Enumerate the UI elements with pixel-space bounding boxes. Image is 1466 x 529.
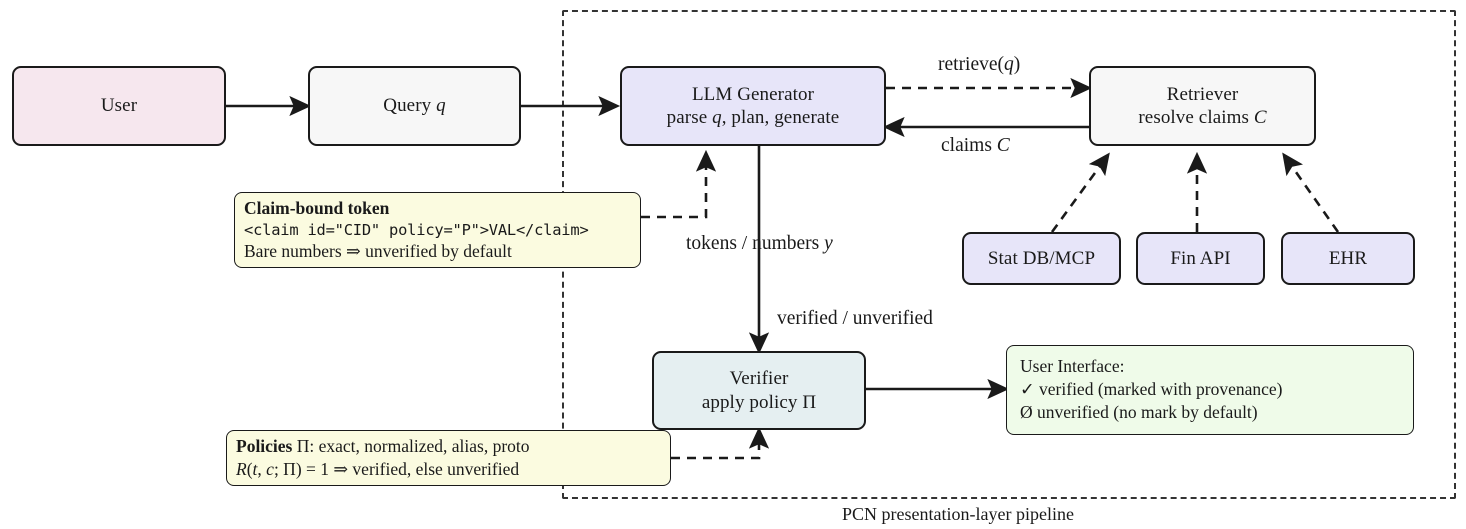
node-ehr-label: EHR bbox=[1328, 247, 1368, 269]
node-retriever-line1: Retriever bbox=[1166, 83, 1239, 105]
node-stat-db-mcp[interactable]: Stat DB/MCP bbox=[962, 232, 1121, 285]
node-user[interactable]: User bbox=[12, 66, 226, 146]
node-ehr[interactable]: EHR bbox=[1281, 232, 1415, 285]
edge-label-verified: verified / unverified bbox=[777, 308, 933, 329]
node-verifier-line2: apply policy Π bbox=[701, 391, 817, 413]
note-claim-bound-token-line3: Bare numbers ⇒ unverified by default bbox=[244, 240, 512, 261]
node-fin-api-label: Fin API bbox=[1170, 247, 1231, 269]
edge-label-claims: claims C bbox=[941, 135, 1010, 156]
note-user-interface-line1: User Interface: bbox=[1020, 356, 1125, 377]
node-stat-db-mcp-label: Stat DB/MCP bbox=[987, 247, 1096, 269]
node-query[interactable]: Query q bbox=[308, 66, 521, 146]
figure-caption: PCN presentation-layer pipeline bbox=[842, 504, 1074, 524]
node-retriever-line2: resolve claims C bbox=[1138, 107, 1267, 128]
note-policies-line1-rest: Π: exact, normalized, alias, proto bbox=[292, 435, 530, 456]
note-user-interface-line3: Ø unverified (no mark by default) bbox=[1020, 401, 1258, 422]
node-query-label: Query q bbox=[383, 95, 446, 117]
note-policies-line1: Policies Π: exact, normalized, alias, pr… bbox=[236, 435, 530, 456]
node-verifier-line1: Verifier bbox=[729, 368, 789, 390]
note-policies[interactable]: Policies Π: exact, normalized, alias, pr… bbox=[226, 430, 671, 486]
node-user-label: User bbox=[100, 95, 138, 117]
node-fin-api[interactable]: Fin API bbox=[1136, 232, 1265, 285]
node-llm-generator-line1: LLM Generator bbox=[691, 83, 815, 105]
edge-label-retrieve: retrieve(q) bbox=[938, 54, 1021, 75]
node-retriever[interactable]: Retriever resolve claims C bbox=[1089, 66, 1316, 146]
note-policies-line2: R(t, c; Π) = 1 ⇒ verified, else unverifi… bbox=[236, 458, 520, 479]
note-claim-bound-token-code: <claim id="CID" policy="P">VAL</claim> bbox=[244, 220, 589, 239]
note-user-interface-line2: ✓ verified (marked with provenance) bbox=[1020, 379, 1283, 400]
node-llm-generator-line2: parse q, plan, generate bbox=[666, 107, 840, 128]
note-claim-bound-token[interactable]: Claim-bound token <claim id="CID" policy… bbox=[234, 192, 641, 268]
edge-label-tokens: tokens / numbers y bbox=[686, 233, 833, 254]
note-claim-bound-token-title: Claim-bound token bbox=[244, 197, 390, 218]
node-llm-generator[interactable]: LLM Generator parse q, plan, generate bbox=[620, 66, 886, 146]
note-user-interface[interactable]: User Interface: ✓ verified (marked with … bbox=[1006, 345, 1414, 435]
node-verifier[interactable]: Verifier apply policy Π bbox=[652, 351, 866, 430]
